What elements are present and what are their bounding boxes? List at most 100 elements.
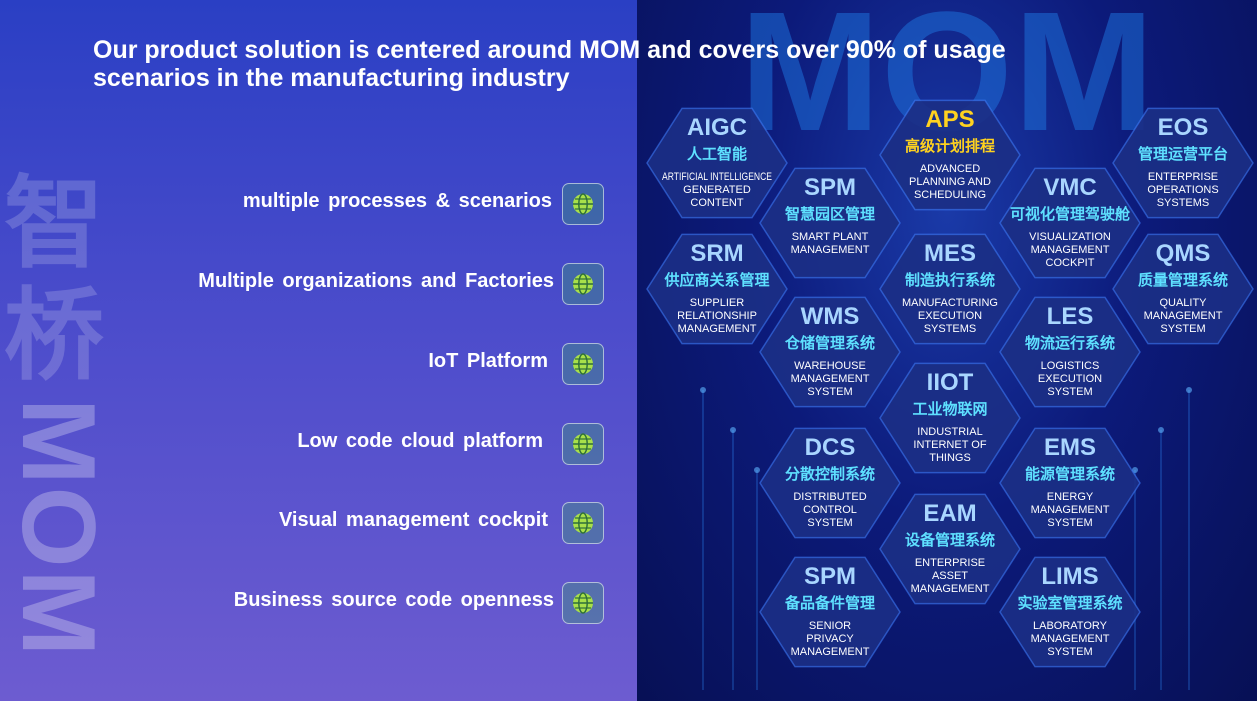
module-code: AIGC <box>687 114 747 141</box>
module-hexagon <box>879 362 1021 474</box>
module-chinese-name: 工业物联网 <box>912 400 987 418</box>
module-chinese-name: 智慧园区管理 <box>785 205 875 223</box>
module-code: MES <box>924 240 976 267</box>
module-vmc-4: VMC 可视化管理驾驶舱 VISUALIZATIONMANAGEMENTCOCKPI… <box>999 167 1141 279</box>
module-code: LIMS <box>1041 563 1098 590</box>
module-english-line: LOGISTICS <box>1041 360 1100 372</box>
module-english-line: SENIOR <box>809 620 851 632</box>
module-hexagon <box>879 233 1021 345</box>
feature-label-3: IoT Platform <box>428 350 548 372</box>
module-english-line: ARTIFICIAL INTELLIGENCE <box>662 171 772 183</box>
feature-icon-box-1 <box>562 183 604 225</box>
module-english-line: CONTENT <box>690 197 743 209</box>
module-english-line: PRIVACY <box>806 633 854 645</box>
circuit-node <box>730 427 736 433</box>
module-code: SRM <box>690 240 743 267</box>
module-english-line: THINGS <box>929 452 971 464</box>
circuit-node <box>1158 427 1164 433</box>
module-chinese-name: 可视化管理驾驶舱 <box>1010 205 1131 223</box>
module-english-line: MANAGEMENT <box>791 646 870 658</box>
module-code: WMS <box>801 303 860 330</box>
watermark-chinese: 智桥 <box>4 165 104 394</box>
module-english-line: MANAGEMENT <box>1144 310 1223 322</box>
module-chinese-name: 制造执行系统 <box>905 271 995 289</box>
module-chinese-name: 仓储管理系统 <box>784 334 875 352</box>
module-hexagon <box>999 556 1141 668</box>
module-chinese-name: 管理运营平台 <box>1138 145 1228 163</box>
feature-label-1: multiple processes & scenarios <box>242 190 552 212</box>
module-code: DCS <box>805 434 856 461</box>
module-english-line: MANAGEMENT <box>678 323 757 335</box>
module-english-line: MANAGEMENT <box>1031 244 1110 256</box>
globe-icon <box>573 193 593 215</box>
module-english-line: PLANNING AND <box>909 176 991 188</box>
module-english-line: SYSTEM <box>1160 323 1205 335</box>
module-code: SPM <box>804 563 856 590</box>
module-hexagon <box>646 233 788 345</box>
module-english-line: INDUSTRIAL <box>917 426 982 438</box>
module-english-line: ASSET <box>932 570 968 582</box>
module-hexagon <box>759 427 901 539</box>
module-chinese-name: 分散控制系统 <box>785 465 875 483</box>
module-english-line: SMART PLANT <box>792 231 869 243</box>
module-english-line: SYSTEMS <box>924 323 977 335</box>
module-english-line: EXECUTION <box>1038 373 1102 385</box>
circuit-node <box>754 467 760 473</box>
module-code: APS <box>925 106 974 133</box>
module-english-line: SYSTEM <box>807 386 852 398</box>
globe-icon <box>573 512 593 534</box>
module-english-line: QUALITY <box>1159 297 1207 309</box>
module-english-line: MANAGEMENT <box>791 373 870 385</box>
globe-icon <box>573 433 593 455</box>
module-chinese-name: 质量管理系统 <box>1138 271 1228 289</box>
module-english-line: MANAGEMENT <box>911 583 990 595</box>
module-english-line: INTERNET OF <box>913 439 986 451</box>
feature-icon-box-3 <box>562 343 604 385</box>
module-english-line: SYSTEMS <box>1157 197 1210 209</box>
feature-label-2: Multiple organizations and Factories <box>198 270 554 292</box>
module-english-line: WAREHOUSE <box>794 360 866 372</box>
circuit-node <box>700 387 706 393</box>
module-code: EOS <box>1158 114 1209 141</box>
feature-icon-box-6 <box>562 582 604 624</box>
watermark-mom: MOM <box>12 398 104 678</box>
module-code: QMS <box>1156 240 1211 267</box>
module-chinese-name: 设备管理系统 <box>905 531 995 549</box>
module-chinese-name: 实验室管理系统 <box>1017 594 1122 612</box>
module-chinese-name: 备品备件管理 <box>784 594 875 612</box>
module-english-line: CONTROL <box>803 504 857 516</box>
module-english-line: SYSTEM <box>807 517 852 529</box>
module-chinese-name: 高级计划排程 <box>905 137 995 155</box>
module-code: EMS <box>1044 434 1096 461</box>
globe-icon <box>573 353 593 375</box>
module-hexagon <box>1112 107 1254 219</box>
module-english-line: ENTERPRISE <box>915 557 985 569</box>
feature-icon-box-2 <box>562 263 604 305</box>
module-hexagon <box>759 556 901 668</box>
feature-icon-box-5 <box>562 502 604 544</box>
module-hexagon <box>879 99 1021 211</box>
circuit-node <box>1186 387 1192 393</box>
module-english-line: MANAGEMENT <box>1031 504 1110 516</box>
module-code: VMC <box>1043 174 1096 201</box>
module-english-line: DISTRIBUTED <box>793 491 866 503</box>
module-english-line: MANUFACTURING <box>902 297 998 309</box>
module-english-line: SUPPLIER <box>690 297 744 309</box>
module-english-line: VISUALIZATION <box>1029 231 1111 243</box>
feature-label-4: Low code cloud platform <box>297 430 543 452</box>
module-code: LES <box>1047 303 1094 330</box>
module-hexagon <box>879 493 1021 605</box>
module-english-line: COCKPIT <box>1046 257 1095 269</box>
